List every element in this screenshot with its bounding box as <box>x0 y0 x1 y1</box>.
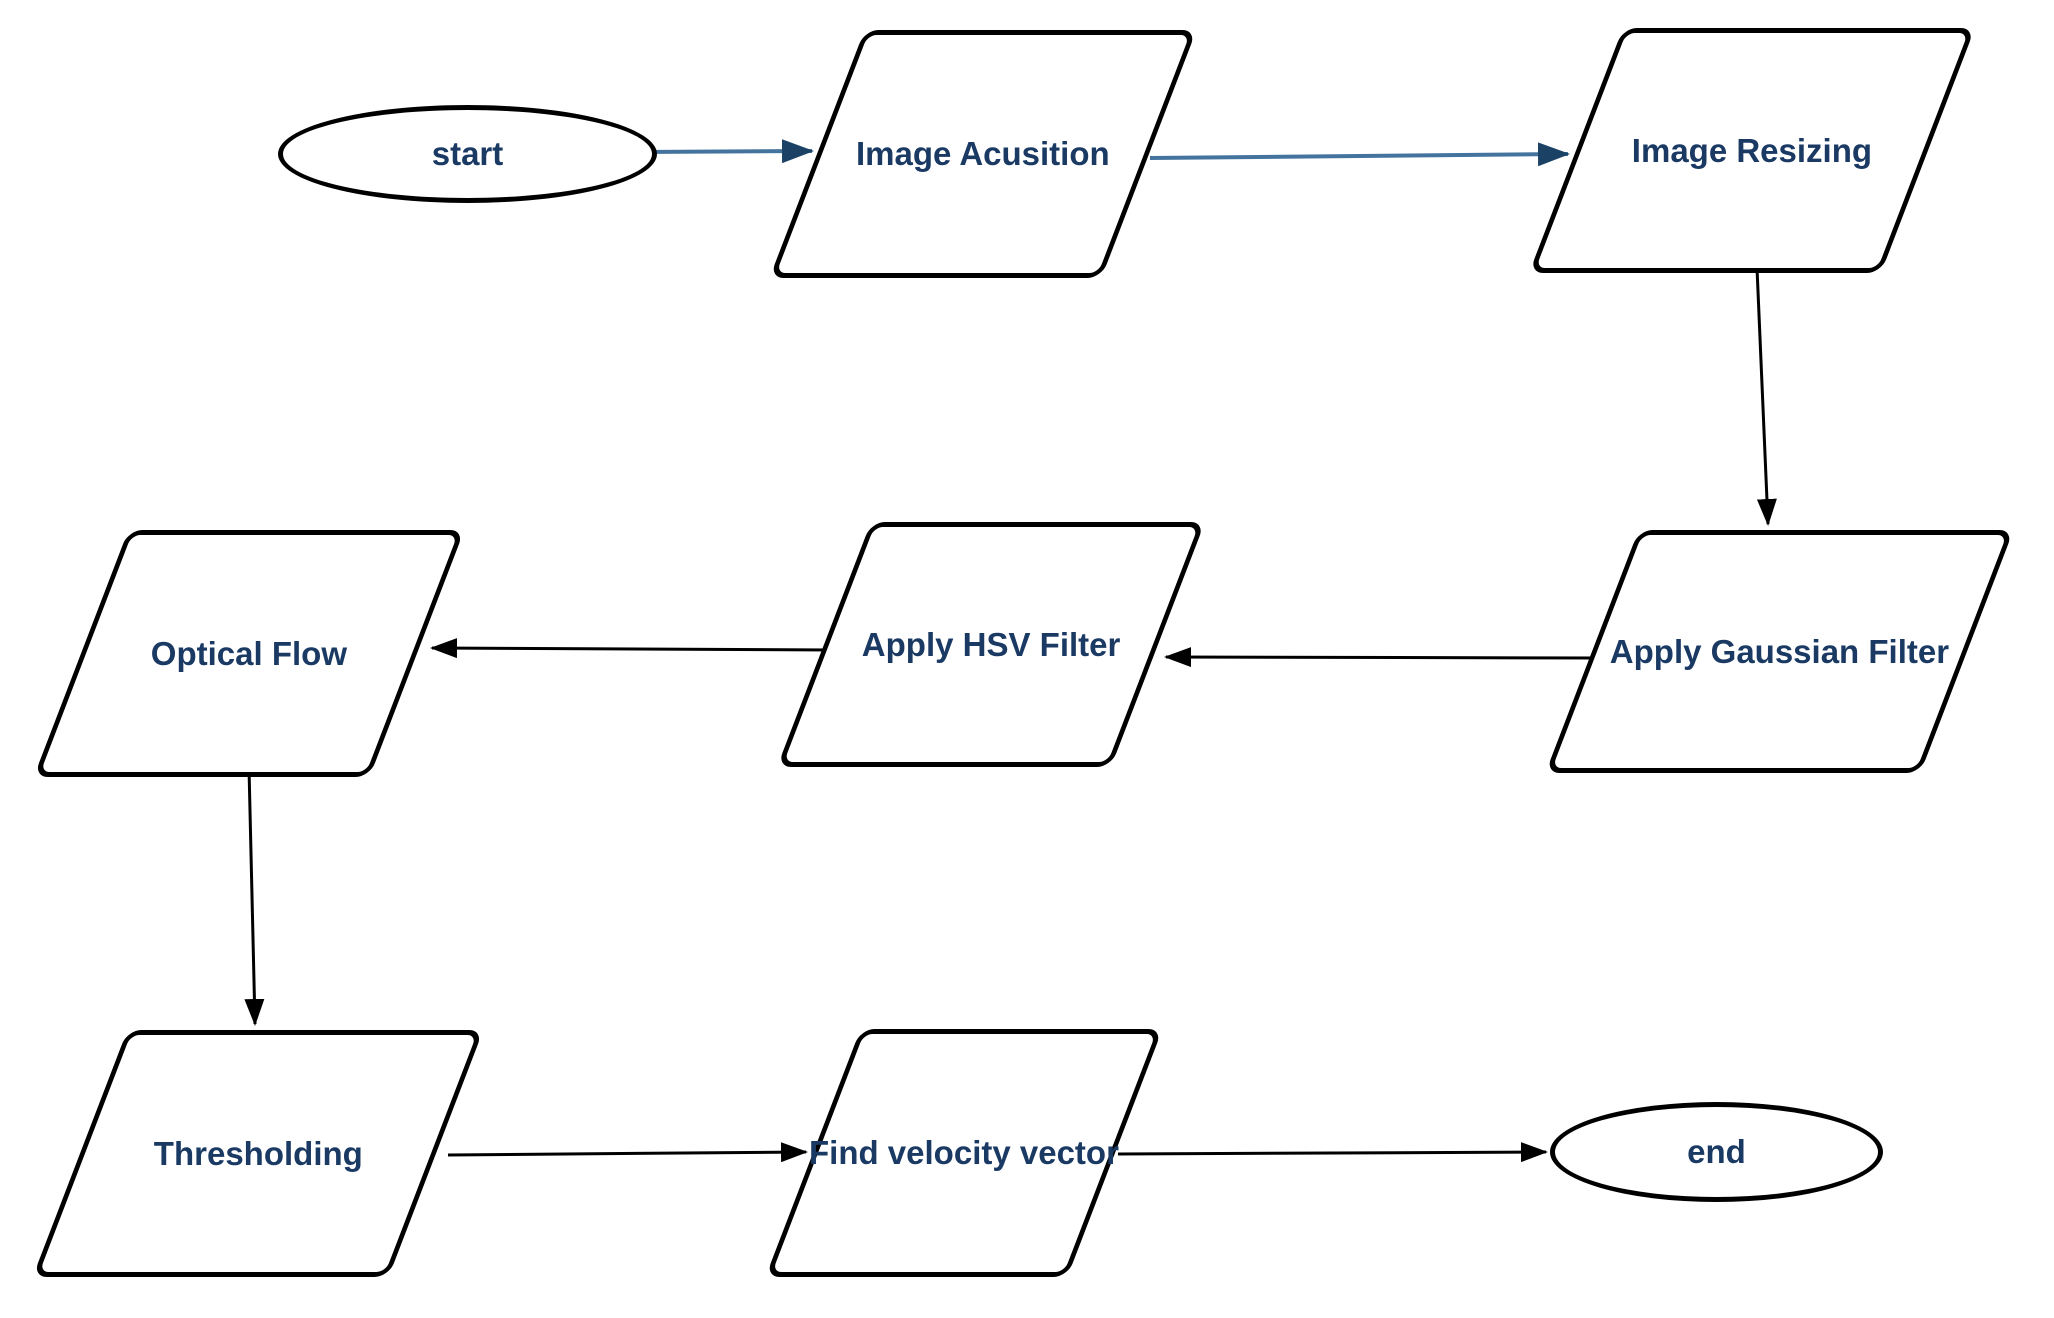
arrow-start-to-image-acquisition <box>639 139 814 164</box>
arrow-image-resizing-to-apply-gaussian-filter <box>1755 267 1777 526</box>
node-thresholding-label: Thresholding <box>153 1134 363 1172</box>
node-end-label: end <box>1687 1133 1746 1170</box>
node-optical-flow-label: Optical Flow <box>150 634 348 672</box>
node-find-velocity-vector-label: Find velocity vector <box>809 1134 1119 1171</box>
node-end: end <box>1550 1102 1883 1202</box>
node-image-resizing-label: Image Resizing <box>1631 131 1873 169</box>
arrow-apply-hsv-filter-to-optical-flow <box>430 638 833 659</box>
arrow-thresholding-to-find-velocity-vector <box>447 1142 808 1163</box>
arrow-apply-gaussian-filter-to-apply-hsv-filter <box>1164 647 1603 668</box>
node-start-label: start <box>431 135 504 172</box>
node-image-acquisition-label: Image Acusition <box>856 135 1110 172</box>
arrow-image-acquisition-to-image-resizing <box>1149 142 1570 167</box>
node-start: start <box>278 105 657 203</box>
arrow-optical-flow-to-thresholding <box>244 767 265 1026</box>
node-apply-gaussian-filter-label: Apply Gaussian Filter <box>1609 632 1950 670</box>
node-apply-hsv-filter-label: Apply HSV Filter <box>861 625 1121 663</box>
arrow-find-velocity-vector-to-end <box>1117 1142 1548 1163</box>
